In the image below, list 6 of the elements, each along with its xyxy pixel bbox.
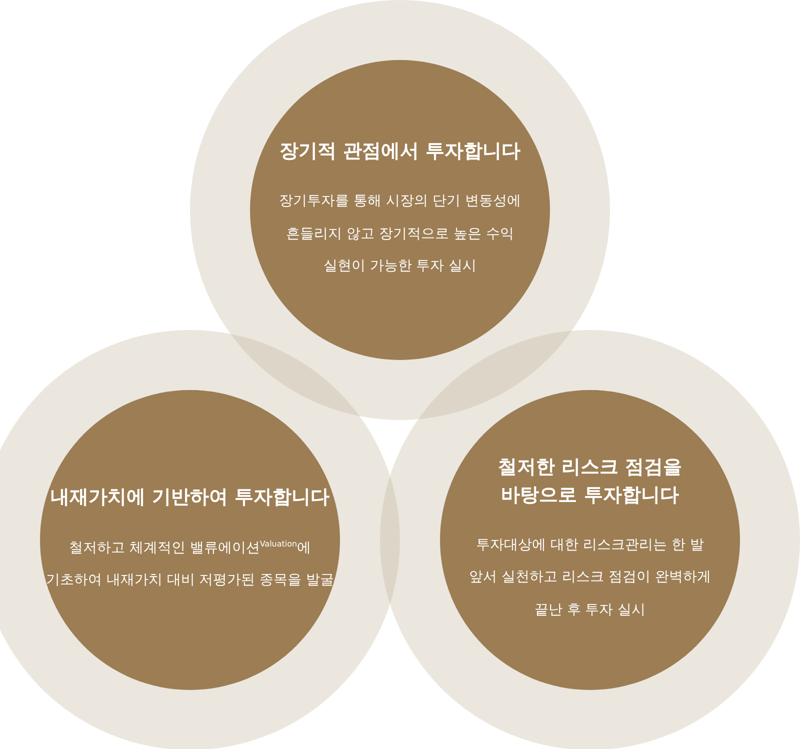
circle-heading: 내재가치에 기반하여 투자합니다	[49, 485, 331, 510]
circle-heading: 철저한 리스크 점검을 바탕으로 투자합니다	[496, 455, 684, 508]
circle-description: 투자대상에 대한 리스크관리는 한 발 앞서 실천하고 리스크 점검이 완벽하게 끝난 후 투자 실시	[468, 536, 712, 620]
circle-description: 철저하고 체계적인 밸류에이션$^{Valuation}$에 기초하여 내재가치 대비 저평가된 종목을 발굴	[45, 538, 335, 590]
circle-heading: 장기적 관점에서 투자합니다	[278, 138, 522, 164]
circle-description: 장기투자를 통해 시장의 단기 변동성에 흔들리지 않고 장기적으로 높은 수익 실현이 가능한 투자 실시	[278, 192, 522, 276]
